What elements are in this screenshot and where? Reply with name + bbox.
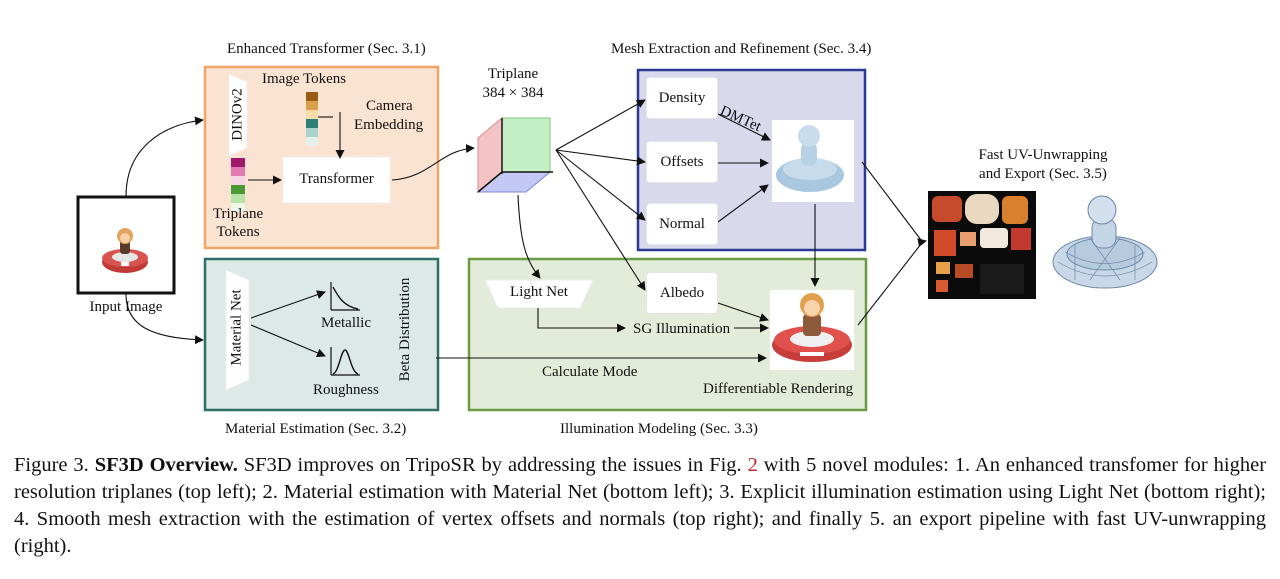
metallic-label: Metallic — [321, 315, 371, 331]
input-image-label: Input Image — [89, 299, 163, 315]
section-title-uv-unwrapping-line2: and Export (Sec. 3.5) — [979, 166, 1107, 182]
material-net-label: Material Net — [228, 289, 245, 366]
triplane-tokens-label-line2: Tokens — [216, 224, 260, 240]
pipeline-diagram-svg — [76, 65, 1158, 412]
input-toy-picture — [102, 228, 148, 273]
mesh-render-picture — [776, 125, 844, 192]
light-net-label: Light Net — [510, 284, 568, 300]
pipeline-figure: Enhanced Transformer (Sec. 3.1) Mesh Ext… — [76, 41, 1158, 437]
caption-text-a: SF3D improves on TripoSR by addressing t… — [243, 454, 742, 476]
beta-distribution-label: Beta Distribution — [397, 277, 413, 382]
triplane-size: 384 × 384 — [482, 85, 544, 101]
camera-embedding-label-line1: Camera — [366, 98, 413, 114]
uv-wireframe-mesh — [1052, 195, 1158, 289]
density-box: Density — [647, 78, 717, 118]
caption-prefix: Figure 3. — [14, 454, 89, 476]
dinov2-label: DINOv2 — [229, 88, 246, 141]
rendered-toy-picture — [772, 293, 852, 362]
calculate-mode-label: Calculate Mode — [542, 364, 638, 380]
camera-embedding-label-line2: Embedding — [354, 117, 424, 133]
section-title-enhanced-transformer: Enhanced Transformer (Sec. 3.1) — [227, 41, 426, 57]
figure-caption: Figure 3. SF3D Overview. SF3D improves o… — [14, 452, 1266, 560]
section-title-uv-unwrapping-line1: Fast UV-Unwrapping — [978, 147, 1108, 163]
material-net-shape — [225, 269, 250, 391]
uv-atlas-patches — [932, 194, 1031, 294]
differentiable-rendering-label: Differentiable Rendering — [703, 381, 854, 397]
triplane-tokens-label-line1: Triplane — [212, 206, 264, 222]
dinov2-encoder-shape — [228, 73, 248, 157]
section-title-material-estimation: Material Estimation (Sec. 3.2) — [225, 421, 407, 437]
pipeline-arrows — [125, 99, 927, 363]
offsets-box: Offsets — [647, 142, 717, 182]
albedo-box: Albedo — [647, 273, 717, 313]
caption-figure-link[interactable]: 2 — [747, 454, 758, 476]
roughness-distribution-plot — [330, 347, 360, 376]
section-title-illumination-modeling: Illumination Modeling (Sec. 3.3) — [560, 421, 758, 437]
normal-box: Normal — [647, 204, 717, 244]
transformer-label: Transformer — [299, 171, 374, 187]
image-tokens-column — [306, 92, 318, 146]
image-tokens-label: Image Tokens — [262, 71, 347, 87]
section-title-mesh-extraction: Mesh Extraction and Refinement (Sec. 3.4… — [611, 41, 872, 57]
triplane-cube — [476, 116, 553, 194]
caption-title: SF3D Overview. — [94, 454, 238, 476]
triplane-tokens-column — [231, 158, 245, 212]
metallic-distribution-plot — [330, 282, 360, 311]
roughness-label: Roughness — [313, 382, 379, 398]
light-net-shape — [484, 279, 594, 309]
triplane-title: Triplane — [487, 66, 539, 82]
caption-text-b: with 5 novel modules: 1. An enhanced tra… — [14, 454, 1267, 557]
sg-illumination-label: SG Illumination — [633, 321, 731, 337]
